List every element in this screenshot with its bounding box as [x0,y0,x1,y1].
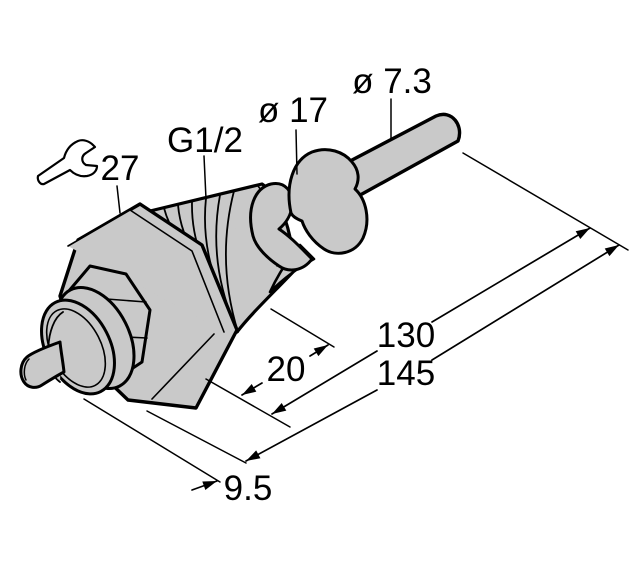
dimension-lines [191,227,620,491]
leader-body-diameter [295,129,298,175]
cable [19,340,66,389]
dim-9-5-arrow [191,480,218,491]
line-color-group [19,98,629,491]
label-total-length: 145 [377,354,435,393]
leader-thread [203,155,207,200]
dim-20-right [309,344,329,357]
ext-thread-end [270,308,335,348]
hex-facet-line-lower [151,333,215,400]
dim-20-left [241,382,263,396]
label-front-offset: 9.5 [224,469,273,508]
hex-facet-line [67,209,225,333]
dim-145-left [245,389,378,462]
dim-130-left [271,350,378,415]
label-wrench-size: 27 [101,149,140,188]
molded-lobe-rear [249,182,314,272]
ext-hex-back [205,378,291,428]
label-thread-length: 20 [267,350,306,389]
extension-lines [83,152,629,483]
leader-lines [116,98,392,214]
label-probe-diameter: ø 7.3 [352,62,432,101]
sensor-body [19,112,462,410]
labels: 27 G1/2 ø 17 ø 7.3 20 130 145 9.5 [101,62,436,508]
ext-hex-front [146,410,247,464]
molded-lobe-front [287,148,369,255]
dim-130-right [431,227,591,323]
dim-145-right [431,244,620,361]
label-body-diameter: ø 17 [258,91,328,130]
label-insertion-length: 130 [377,316,435,355]
label-thread: G1/2 [167,121,243,160]
ext-disc-front [83,398,221,483]
cable-end-line [23,358,30,381]
wrench-icon [36,139,99,186]
leader-wrench-size [116,185,121,214]
ext-probe-tip [462,152,629,251]
